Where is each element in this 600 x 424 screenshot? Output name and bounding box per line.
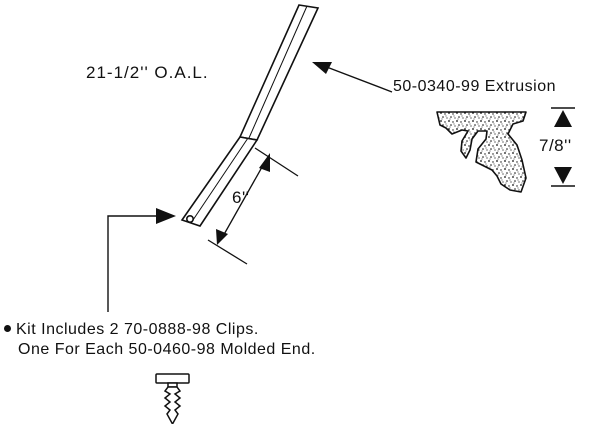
extrusion-part-label: 50-0340-99 Extrusion xyxy=(393,78,556,95)
molded-end xyxy=(180,136,259,227)
kit-note-line-1: Kit Includes 2 70-0888-98 Clips. xyxy=(16,321,259,338)
molded-end-length-label: 6'' xyxy=(232,188,250,207)
clip-leader-arrow xyxy=(107,208,176,312)
bullet-icon xyxy=(4,325,11,333)
kit-note: Kit Includes 2 70-0888-98 Clips. One For… xyxy=(4,320,316,360)
clip-icon xyxy=(155,373,190,424)
clip-hole xyxy=(186,215,195,224)
extrusion-strip xyxy=(238,4,320,141)
extrusion-height-label: 7/8'' xyxy=(539,136,572,155)
extrusion-leader-arrow xyxy=(312,62,393,93)
overall-length-label: 21-1/2'' O.A.L. xyxy=(86,63,209,82)
kit-note-line-2: One For Each 50-0460-98 Molded End. xyxy=(18,341,316,358)
molded-end-dimension xyxy=(207,147,299,265)
extrusion-height-dimension xyxy=(551,107,575,187)
extrusion-profile xyxy=(436,111,527,193)
